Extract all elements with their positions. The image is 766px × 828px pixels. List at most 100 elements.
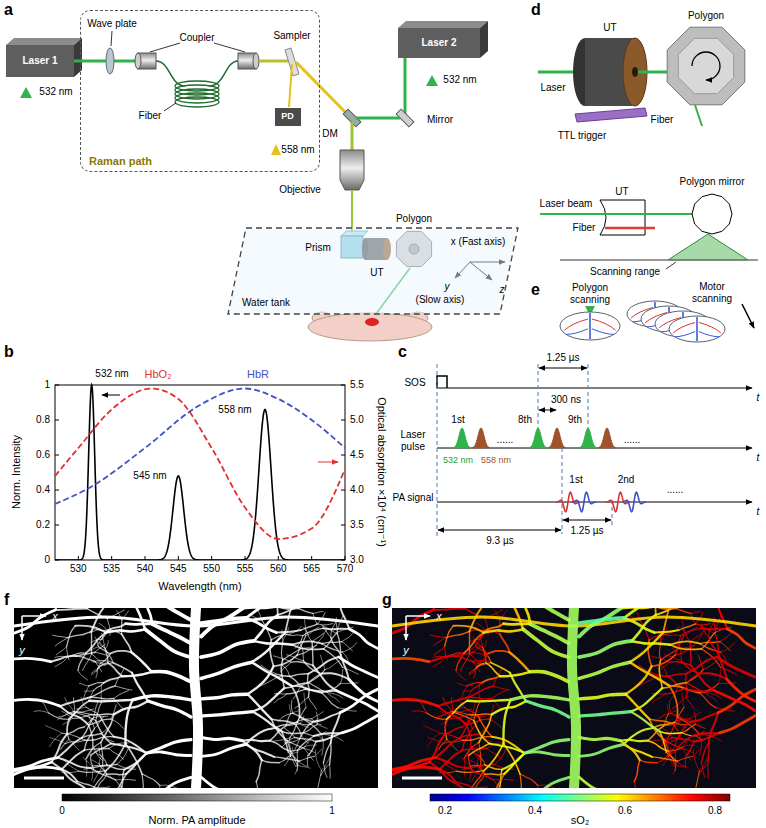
so2-map [579,744,624,756]
so2-map [470,769,472,780]
label-holder: HbR [247,368,269,381]
spectrum-axes [102,395,120,396]
pa-image [308,697,316,710]
label-holder: DM [322,128,338,140]
photodiode-box: PD [275,108,301,126]
pa-image [60,697,91,706]
so2-map [475,787,488,788]
label-holder: y [445,281,450,293]
so2-map [640,760,657,763]
label-holder: 0.4 [36,484,50,496]
so2-map [652,655,676,666]
so2-map [482,676,500,682]
tick-label: 0.4 [36,484,50,495]
pa-image [248,694,272,719]
pa-image [282,732,304,734]
setup-illustration [20,87,32,98]
panel-letter: d [531,1,541,18]
tick-label: 545 [170,563,187,574]
axis-title: Optical absorption ×10⁴ (cm⁻¹) [376,397,388,547]
so2-map [392,608,756,788]
so2-map [681,628,701,635]
pa-image [295,738,316,742]
label-holder: 565 [303,563,320,575]
so2-map [689,642,691,666]
pa-image [308,674,310,697]
pa-image [303,628,323,635]
curve-label: HbO₂ [145,368,172,380]
node-text: Laser 1 [22,55,57,67]
tank-outline [228,228,518,314]
so2-map [457,771,484,773]
axis-label: x [52,610,58,622]
pa-image [87,608,103,609]
pa-image [283,650,299,660]
pa-image [281,674,308,676]
ellipsis: ...... [497,434,514,445]
brain-icon [675,332,695,337]
so2-map [634,760,640,781]
pa-image [291,700,292,713]
so2-map [668,717,678,738]
label-holder: UT [615,186,628,198]
pa-image [253,688,285,711]
setup-illustration [111,31,112,46]
so2-map [727,629,756,649]
so2-map [438,706,466,725]
pa-image [91,755,94,769]
label-holder: (Slow axis) [416,294,465,306]
tick-label: 0 [44,554,50,565]
brain-icon [696,317,698,341]
pa-image [201,737,243,741]
pa-image [314,733,342,736]
timing-diagram [539,410,556,411]
pa-image [51,656,76,662]
so2-map [469,631,471,654]
so2-map [695,724,705,728]
pa-image [108,663,122,676]
so2-map [433,638,446,646]
axis-ticks [278,556,279,560]
label-holder: Polygon [396,213,432,225]
tick-label: 0.8 [36,414,50,425]
setup-illustration [351,122,354,150]
pa-image [262,760,279,763]
pa-image [126,622,153,625]
so2-map [572,608,576,788]
pa-image [14,608,378,788]
tick-label: 1 [329,805,335,816]
timing-diagram [437,388,752,389]
tick-label: 555 [237,563,254,574]
pa-image [323,627,349,630]
label-holder: 558 nm [481,455,511,465]
so2-map [676,761,686,766]
pa-image [111,744,147,754]
so2-map [440,750,463,769]
pa-image [68,631,92,637]
pa-image [301,624,318,630]
wavelength-label: 532 nm [443,455,473,465]
label-holder: y [19,644,25,657]
label-holder: 300 ns [551,394,581,406]
timing-diagram [539,368,587,369]
so2-map [479,743,481,766]
tick-label: 5.5 [350,379,364,390]
so2-map [429,656,454,662]
brain-icon [565,319,589,330]
setup-illustration [135,53,141,69]
label-holder: 9th [568,414,582,426]
pa-image [34,711,49,713]
pa-image [290,751,297,765]
axis-ticks [341,490,345,491]
part-label: Coupler [179,32,214,43]
pa-image [85,737,114,741]
axis-ticks [345,556,346,560]
label-holder: Fiber [651,114,674,126]
scanner-illustration [575,108,647,122]
pa-image [114,774,126,788]
part-label: Fiber [573,222,596,233]
part-label: Objective [279,184,321,195]
label-holder: y [403,644,409,657]
so2-map [478,755,485,765]
tick-label: 4.0 [350,484,364,495]
